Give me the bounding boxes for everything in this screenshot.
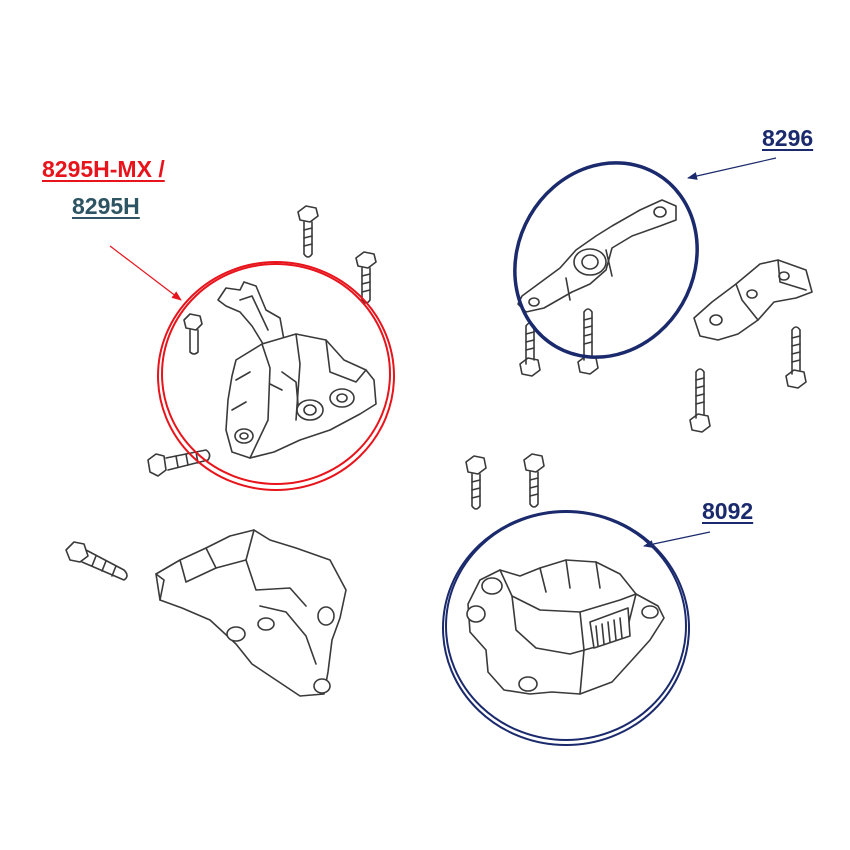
bolt-small xyxy=(183,313,203,355)
bolt-horizontal xyxy=(147,449,211,477)
leader-arrow-8296 xyxy=(687,157,777,180)
bolt-bracket-1 xyxy=(689,368,711,433)
highlight-circle-8296 xyxy=(513,161,699,359)
torque-arm-8296 xyxy=(517,199,677,313)
label-8295h: 8295H xyxy=(72,193,140,219)
bolt-trans-2 xyxy=(523,453,545,508)
bolt-top-2 xyxy=(355,251,377,304)
bolt-top-1 xyxy=(297,205,319,258)
highlight-circle-8092 xyxy=(442,510,690,746)
engine-mount-8295h xyxy=(217,281,377,459)
leader-arrow-8092 xyxy=(643,531,711,549)
bolt-trans-1 xyxy=(465,455,487,510)
bolt-bracket-2 xyxy=(785,326,807,389)
label-8295h-mx: 8295H-MX / xyxy=(42,156,165,182)
torque-arm-bracket xyxy=(693,259,813,341)
leader-arrow-8295h xyxy=(109,245,182,301)
transmission-mount-8092 xyxy=(466,559,665,695)
bolt-bracket xyxy=(65,541,128,581)
highlight-circle-8295h xyxy=(157,261,395,491)
label-8296: 8296 xyxy=(762,125,814,151)
label-8092: 8092 xyxy=(702,498,754,524)
bolt-arm-2 xyxy=(577,308,599,375)
mount-bracket xyxy=(155,529,347,697)
